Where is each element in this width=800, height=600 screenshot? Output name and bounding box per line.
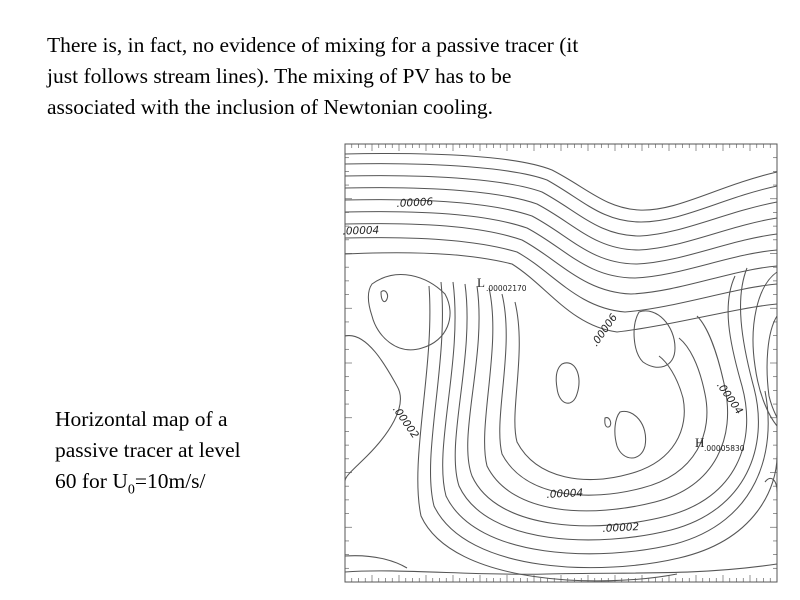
contour-line (344, 555, 408, 569)
map-frame (344, 143, 778, 583)
contour-line (344, 223, 778, 295)
contour-line (764, 477, 778, 493)
contour-line (417, 285, 678, 582)
contour-label: .00006 (589, 312, 620, 349)
contour-map-svg: .00006 .00004 .00006 .00002 .00004 .0000… (342, 143, 778, 583)
contour-line (604, 417, 612, 428)
contour-line (555, 362, 580, 404)
caption-line-2: passive tracer at level (55, 438, 241, 462)
tracer-contour-map: .00006 .00004 .00006 .00002 .00004 .0000… (337, 136, 787, 600)
caption-text-post: =10m/s/ (134, 469, 206, 493)
contour-line (633, 310, 676, 368)
caption-line-3: 60 for U0=10m/s/ (55, 466, 315, 497)
contour-label: .00002 (390, 404, 421, 441)
contour-line (752, 271, 778, 427)
slide-heading: There is, in fact, no evidence of mixing… (47, 30, 787, 123)
contour-lines (344, 153, 778, 582)
contour-line (344, 187, 778, 251)
contour-label: .00006 (396, 196, 434, 210)
contour-line (484, 287, 729, 512)
contour-labels: .00006 .00004 .00006 .00002 .00004 .0000… (342, 196, 745, 535)
low-marker-value: .00002170 (486, 284, 527, 293)
contour-line (344, 199, 778, 265)
contour-line (454, 267, 759, 541)
high-marker-letter: H (695, 435, 704, 450)
contour-line (344, 237, 778, 313)
contour-line (344, 252, 778, 333)
contour-line (766, 315, 778, 419)
low-marker: L .00002170 (477, 275, 527, 293)
contour-line (344, 211, 778, 279)
contour-line (344, 563, 778, 575)
contour-line (614, 410, 647, 459)
contour-line (499, 293, 708, 496)
contour-line (429, 281, 778, 569)
contour-label: .00004 (546, 487, 583, 501)
contour-line (442, 281, 769, 555)
contour-line (367, 274, 451, 351)
contour-line (380, 290, 389, 303)
contour-line (467, 275, 748, 527)
high-marker-value: .00005830 (704, 444, 745, 453)
contour-line (514, 301, 685, 481)
contour-label: .00002 (602, 521, 640, 535)
caption-line-1: Horizontal map of a (55, 407, 228, 431)
caption-text-pre: 60 for U (55, 469, 128, 493)
figure-caption: Horizontal map of a passive tracer at le… (55, 404, 315, 497)
contour-line (344, 175, 778, 237)
contour-line (344, 163, 778, 223)
frame-ticks (344, 143, 778, 583)
caption-subscript: 0 (127, 482, 135, 498)
contour-line (344, 153, 778, 211)
heading-line-2: just follows stream lines). The mixing o… (47, 64, 512, 88)
heading-line-3: associated with the inclusion of Newtoni… (47, 95, 494, 119)
heading-line-1: There is, in fact, no evidence of mixing… (47, 33, 579, 57)
contour-label: .00004 (714, 380, 745, 417)
contour-line (344, 335, 401, 482)
contour-label: .00004 (342, 224, 379, 237)
high-marker: H .00005830 (695, 435, 745, 453)
low-marker-letter: L (477, 275, 485, 290)
